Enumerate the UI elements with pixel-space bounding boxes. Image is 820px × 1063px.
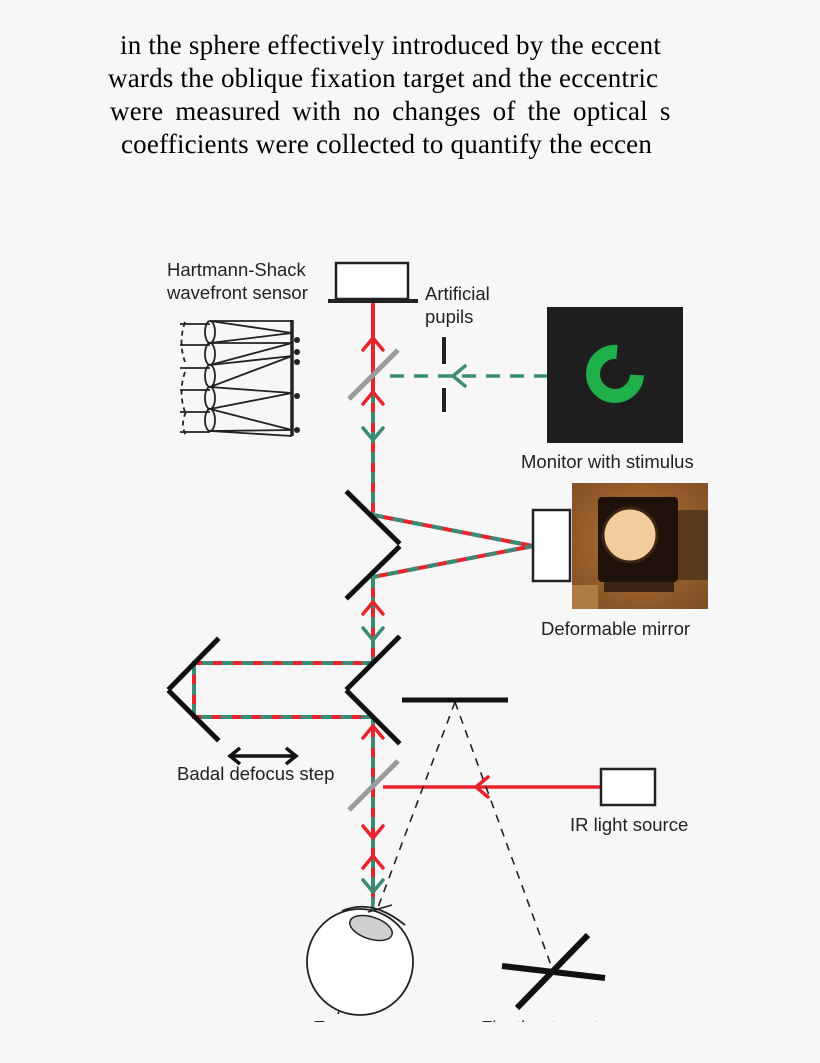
diagram-labels: Hartmann-Shack wavefront sensor Artifici… xyxy=(166,259,694,1038)
label-ir-source: IR light source xyxy=(570,814,688,835)
label-eye: Eye xyxy=(313,1017,345,1038)
label-artificial-pupils: Artificial xyxy=(425,283,490,304)
label-artificial-pupils: pupils xyxy=(425,306,473,327)
label-fixation-target: Fixation target xyxy=(481,1017,598,1038)
body-text-line: in the sphere effectively introduced by … xyxy=(120,30,662,60)
beamsplitter-upper xyxy=(347,348,400,401)
body-text-line: coefficients were collected to quantify … xyxy=(121,129,653,159)
label-hs-sensor: Hartmann-Shack xyxy=(167,259,307,280)
deformable-mirror xyxy=(531,483,708,609)
beamsplitter-lower xyxy=(347,759,400,812)
label-monitor: Monitor with stimulus xyxy=(521,451,694,472)
label-badal: Badal defocus step xyxy=(177,763,334,784)
label-hs-sensor: wavefront sensor xyxy=(166,282,308,303)
beam-paths xyxy=(192,300,600,1015)
eye xyxy=(306,904,414,1016)
fold-mirrors xyxy=(166,489,402,746)
beam-arrows xyxy=(361,336,490,894)
body-text-line: were measured with no changes of the opt… xyxy=(110,96,671,126)
hs-lenslet-array-icon xyxy=(180,320,300,437)
badal-stage-arrow-icon xyxy=(227,746,299,766)
label-deformable-mirror: Deformable mirror xyxy=(541,618,690,639)
hs-sensor-camera xyxy=(328,261,418,303)
body-text-excerpt: in the sphere effectively introduced by … xyxy=(108,30,710,165)
monitor-with-stimulus xyxy=(547,307,683,443)
body-text-line: wards the oblique fixation target and th… xyxy=(108,63,659,93)
fixation-target-cross xyxy=(501,932,606,1011)
ir-light-source xyxy=(599,767,657,807)
